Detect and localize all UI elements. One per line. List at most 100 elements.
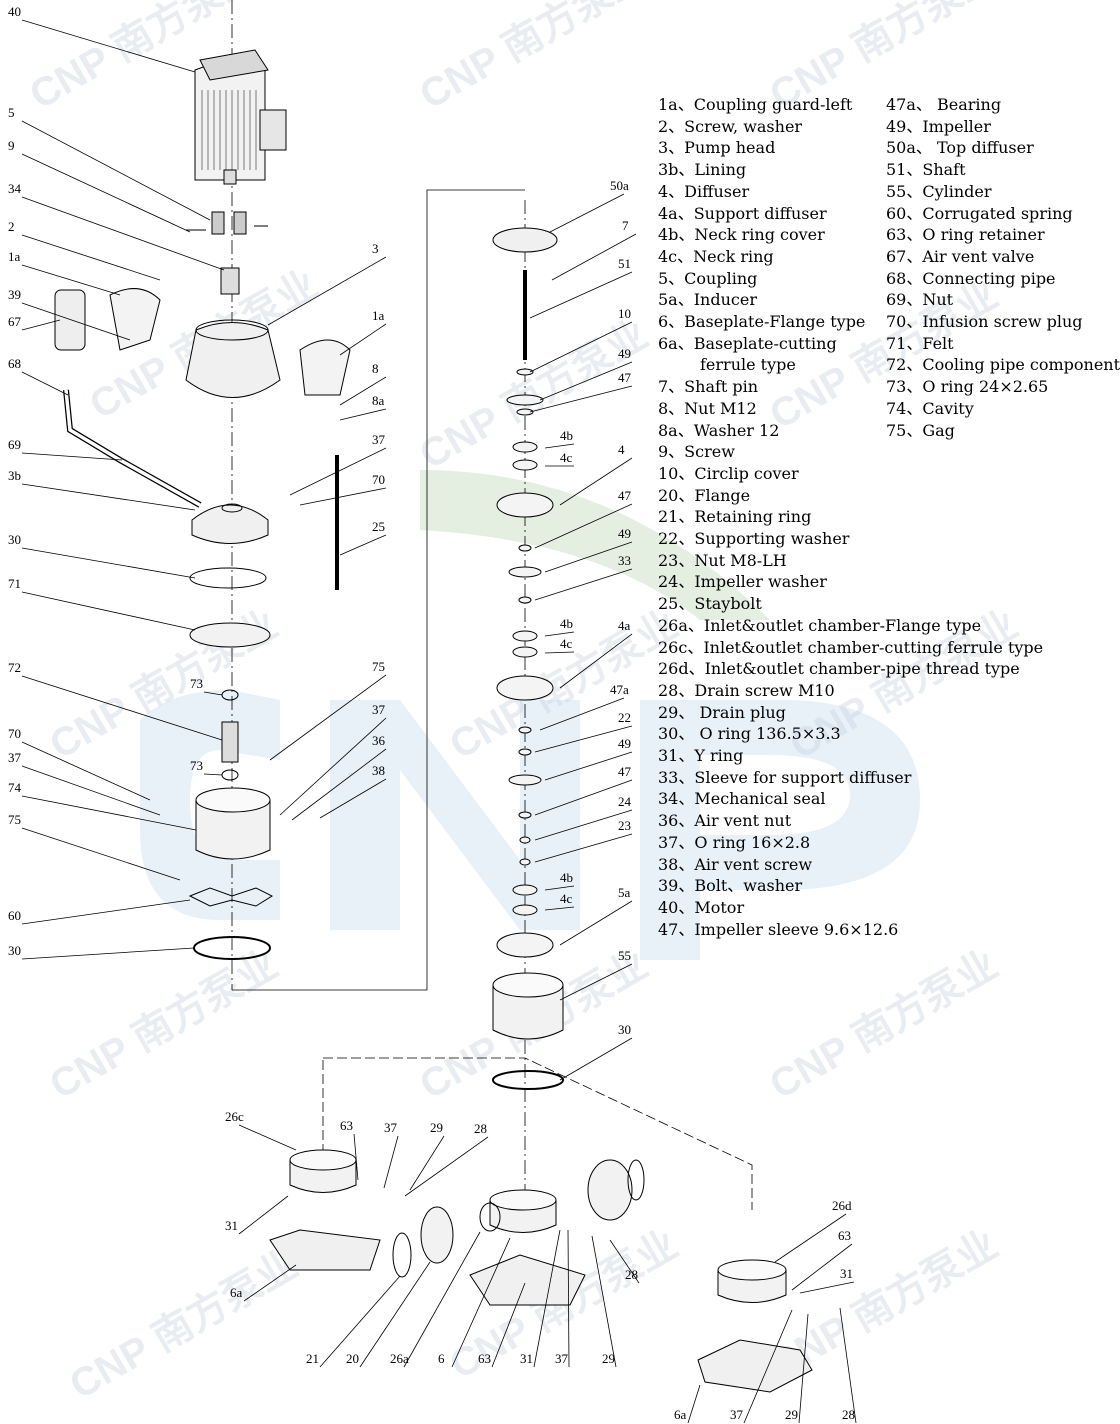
logo-c-watermark bbox=[140, 690, 280, 920]
callout-label: 49 bbox=[618, 346, 631, 361]
callout-label: 37 bbox=[372, 702, 386, 717]
callout-label: 3 bbox=[372, 241, 379, 256]
callout-label: 30 bbox=[618, 1022, 631, 1037]
callout-label: 4b bbox=[560, 870, 573, 885]
callout-label: 47a bbox=[610, 682, 629, 697]
callout-leader bbox=[559, 633, 633, 689]
callout-leader bbox=[529, 321, 633, 373]
callout-leader bbox=[21, 741, 151, 801]
callout-label: 69 bbox=[8, 437, 21, 452]
callout-label: 4 bbox=[618, 442, 625, 457]
cylinder-top bbox=[492, 972, 564, 998]
callout-leader bbox=[21, 827, 181, 881]
callout-label: 37 bbox=[372, 432, 386, 447]
callout-label: 26d bbox=[832, 1198, 852, 1213]
callout-leader bbox=[539, 361, 633, 401]
coupling-guard-left bbox=[109, 288, 161, 351]
callout-label: 49 bbox=[618, 526, 631, 541]
stack-part bbox=[518, 748, 532, 756]
baseplate-6a-right bbox=[697, 1339, 813, 1393]
watermark-text: CNP 南方泵业 bbox=[763, 272, 1006, 438]
callout-leader bbox=[339, 534, 387, 556]
callout-leader bbox=[279, 717, 387, 816]
callout-leader bbox=[21, 675, 223, 741]
logo-p-watermark bbox=[640, 700, 920, 960]
stack-part bbox=[516, 368, 534, 376]
callout-leader bbox=[544, 443, 575, 449]
stack-part bbox=[506, 394, 544, 406]
callout-label: 4c bbox=[560, 450, 573, 465]
callout-label: 36 bbox=[372, 733, 386, 748]
callout-label: 63 bbox=[478, 1351, 491, 1366]
callout-label: 29 bbox=[430, 1120, 443, 1135]
callout-leader bbox=[353, 1133, 359, 1181]
callout-leader bbox=[534, 809, 633, 841]
baseplate-6 bbox=[469, 1254, 586, 1306]
stack-part bbox=[512, 646, 538, 658]
callout-leader bbox=[409, 1135, 445, 1191]
callout-label: 28 bbox=[842, 1407, 855, 1422]
callout-label: 22 bbox=[618, 710, 631, 725]
callout-leader bbox=[383, 1135, 399, 1189]
callout-leader bbox=[404, 1136, 489, 1197]
top-diffuser bbox=[492, 227, 558, 253]
stack-part bbox=[512, 441, 538, 453]
callout-leader bbox=[534, 833, 633, 863]
callout-label: 26c bbox=[225, 1109, 244, 1124]
watermark-text: CNP 南方泵业 bbox=[763, 0, 1006, 118]
callout-leader bbox=[21, 19, 196, 73]
o-ring-73 bbox=[221, 769, 239, 781]
coupling-half bbox=[211, 211, 225, 235]
cavity bbox=[195, 799, 271, 860]
callout-label: 40 bbox=[8, 4, 21, 19]
callout-leader bbox=[529, 385, 633, 413]
callout-leader bbox=[403, 1231, 481, 1368]
stack-part bbox=[512, 884, 538, 896]
callout-leader bbox=[359, 1261, 431, 1368]
callout-leader bbox=[534, 503, 633, 549]
callout-leader bbox=[534, 568, 633, 601]
pump-head-top bbox=[195, 319, 269, 341]
callout-leader bbox=[203, 773, 223, 776]
callout-leader bbox=[339, 323, 387, 356]
callout-label: 4c bbox=[560, 636, 573, 651]
stack-part bbox=[512, 904, 538, 916]
pump-parts-drawing bbox=[54, 0, 813, 1393]
callout-labels: 40593421a396768693b307172737370377475603… bbox=[8, 4, 857, 1424]
callout-label: 25 bbox=[372, 519, 385, 534]
baseplate-6a-left bbox=[269, 1229, 381, 1271]
callout-leader bbox=[21, 591, 196, 631]
callout-leader bbox=[21, 264, 121, 296]
callout-label: 55 bbox=[618, 948, 631, 963]
cooling-pipe bbox=[221, 721, 239, 763]
chamber-26d-top bbox=[717, 1259, 787, 1281]
pump-head bbox=[185, 322, 281, 398]
callout-leader bbox=[609, 1239, 640, 1284]
coupling-guard-right bbox=[299, 339, 351, 396]
callout-leader bbox=[21, 452, 123, 461]
callout-label: 4c bbox=[560, 891, 573, 906]
callout-leader bbox=[687, 1384, 701, 1424]
callout-leader bbox=[339, 408, 387, 421]
callout-label: 5 bbox=[8, 105, 15, 120]
air-vent-valve bbox=[54, 289, 86, 351]
callout-label: 6a bbox=[674, 1407, 687, 1422]
callout-label: 1a bbox=[372, 308, 385, 323]
stack-part bbox=[496, 675, 554, 701]
callout-label: 23 bbox=[618, 818, 631, 833]
callout-label: 63 bbox=[838, 1228, 851, 1243]
callout-leader bbox=[269, 674, 387, 761]
callout-leader bbox=[533, 1229, 561, 1368]
stack-part bbox=[518, 596, 532, 604]
callout-leader bbox=[567, 1229, 570, 1368]
callout-leader bbox=[544, 885, 575, 891]
callout-label: 47 bbox=[618, 370, 632, 385]
stack-part bbox=[519, 858, 531, 866]
callout-label: 4b bbox=[560, 616, 573, 631]
callout-label: 10 bbox=[618, 306, 631, 321]
cavity-top bbox=[195, 787, 271, 813]
callout-leader bbox=[529, 271, 633, 319]
callout-label: 31 bbox=[225, 1218, 238, 1233]
callout-leader bbox=[559, 1037, 633, 1081]
callout-leader bbox=[319, 778, 387, 819]
